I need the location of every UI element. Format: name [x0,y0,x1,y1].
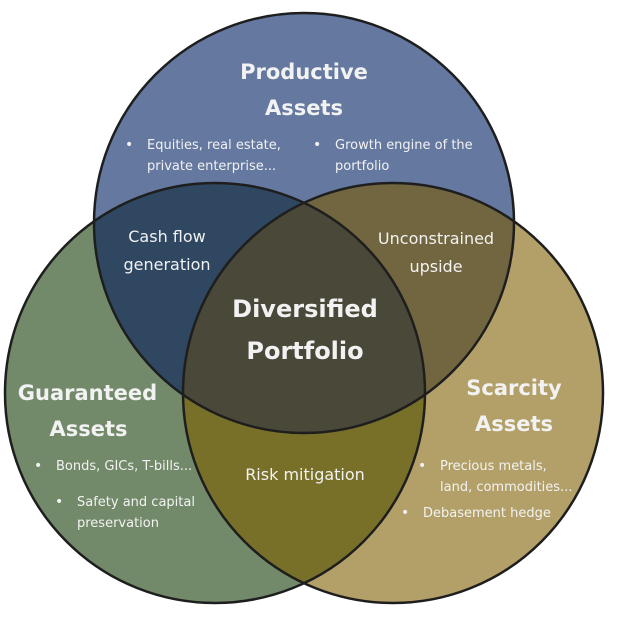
productive-bullets: Equities, real estate,private enterprise… [125,135,281,177]
productive-title-line2: Assets [264,96,344,120]
scarcity-outline [181,181,605,605]
guaranteed-outline [3,181,427,605]
cash-flow-line1: Cash flow [128,227,206,246]
guaranteed-bullet-1: Bonds, GICs, T-bills... [34,456,192,477]
scarcity-bullet-1: Precious metals,land, commodities... [418,456,572,498]
risk-mitigation-line1: Risk mitigation [245,465,365,484]
diversified-line1: Diversified [232,295,378,323]
guaranteed-title-line2: Assets [49,417,128,441]
guaranteed-assets-title: Guaranteed Assets [10,375,165,447]
cash-flow-line2: generation [123,255,211,274]
cash-flow-label: Cash flow generation [107,223,227,279]
diversified-line2: Portfolio [246,337,364,365]
scarcity-title-line2: Assets [474,412,554,436]
productive-title-line1: Productive [240,60,368,84]
unconstrained-line2: upside [409,257,463,276]
diversified-portfolio-label: Diversified Portfolio [205,288,405,372]
scarcity-assets-title: Scarcity Assets [444,370,584,442]
productive-bullet-1: Equities, real estate,private enterprise… [125,135,281,177]
center-overlap [183,183,425,433]
scarcity-bullets-2: Debasement hedge [401,503,551,524]
guaranteed-title-line1: Guaranteed [17,381,158,405]
productive-assets-title: Productive Assets [204,54,404,126]
scarcity-bullets: Precious metals,land, commodities... [418,456,572,498]
unconstrained-upside-label: Unconstrained upside [366,225,506,281]
guaranteed-bullets: Bonds, GICs, T-bills... [34,456,192,477]
risk-mitigation-label: Risk mitigation [230,461,380,489]
productive-outline [92,11,516,435]
scarcity-title-line1: Scarcity [466,376,562,400]
scarcity-bullet-2: Debasement hedge [401,503,551,524]
unconstrained-line1: Unconstrained [377,229,495,248]
